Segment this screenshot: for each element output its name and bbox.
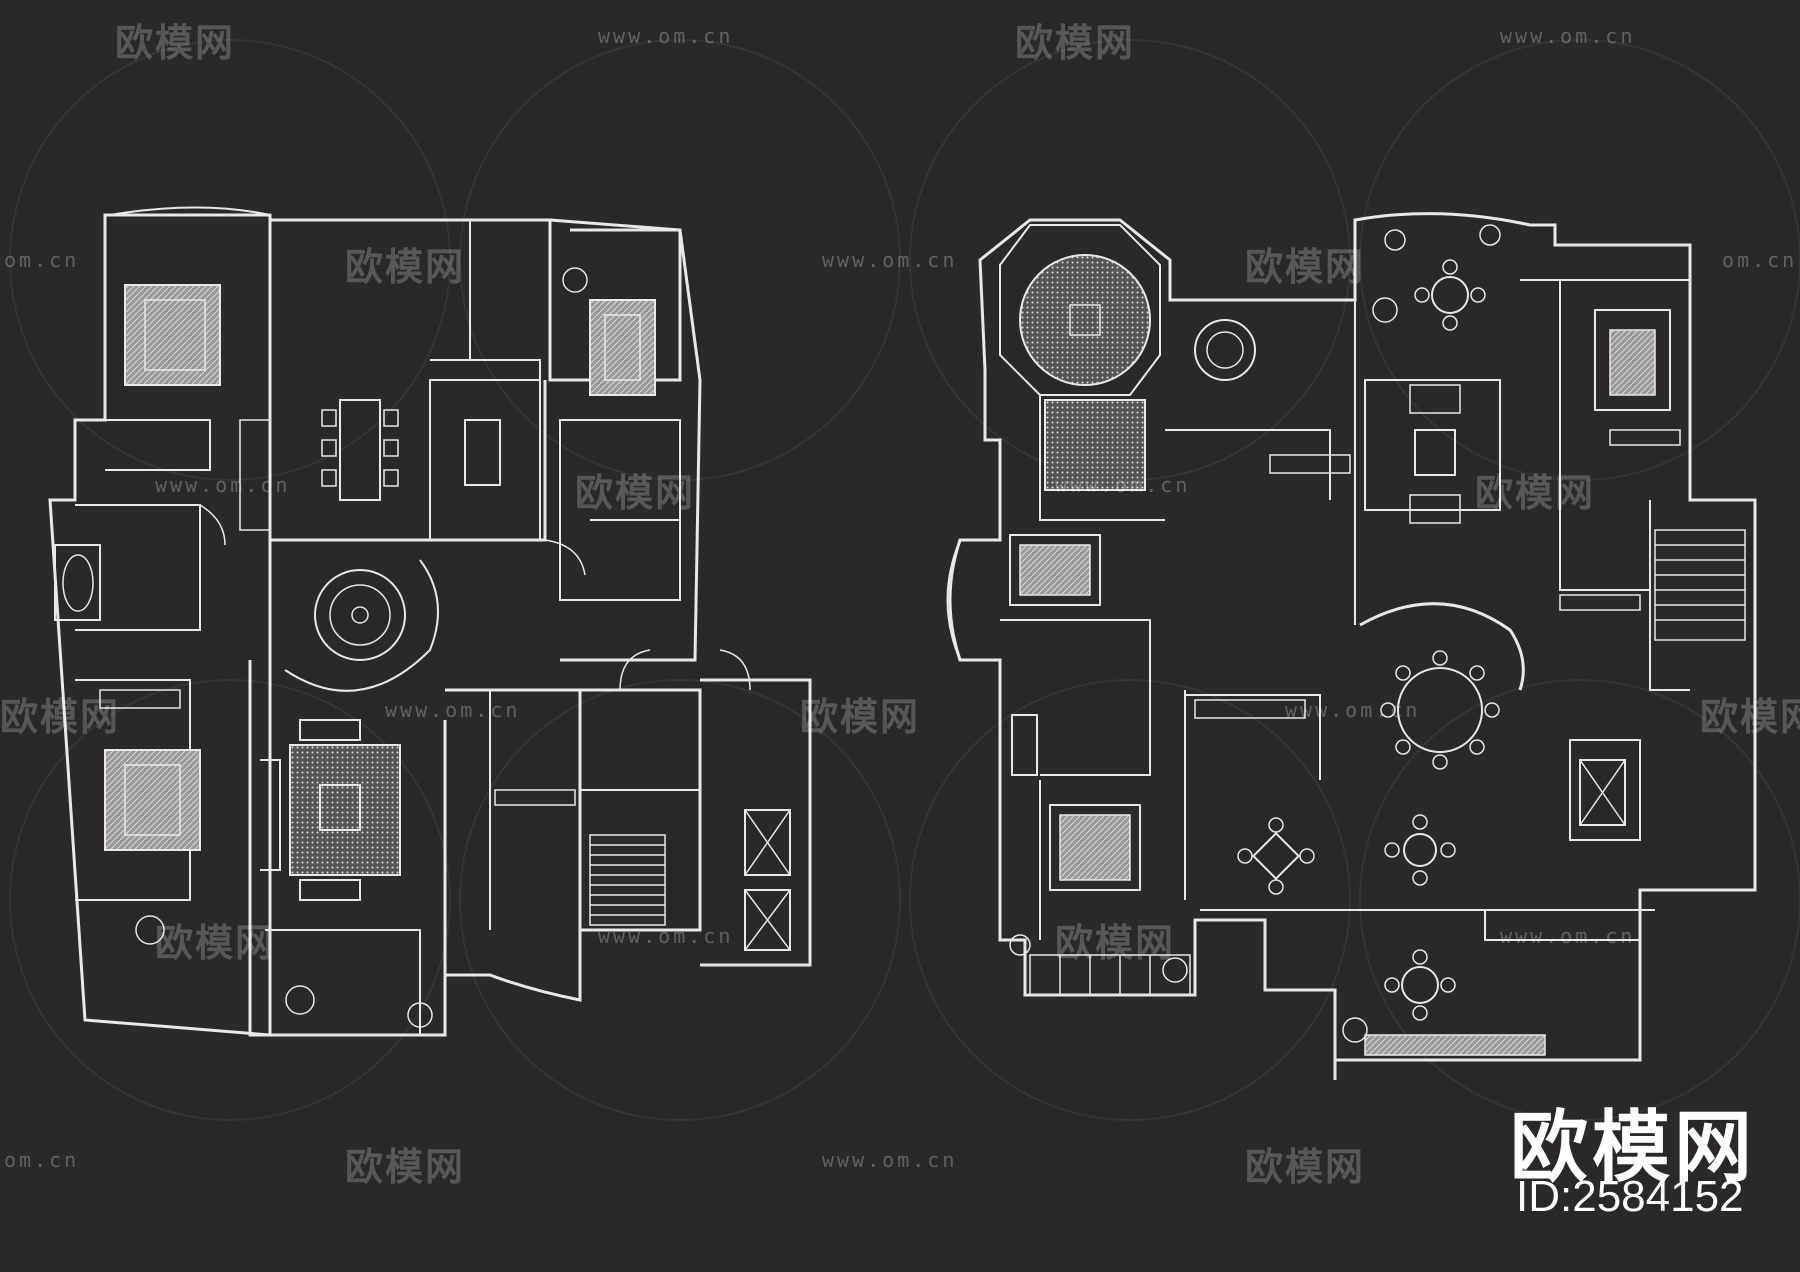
watermark-url: www.om.cn <box>822 248 958 272</box>
right-balcony-grid <box>1029 954 1191 996</box>
right-living-area <box>1364 379 1501 511</box>
watermark-logo: 欧模网 <box>575 471 696 515</box>
floor-plan-left <box>48 206 812 1037</box>
brand-logo-text: 欧模网 <box>1510 1103 1757 1193</box>
right-bathtub <box>1011 714 1038 776</box>
right-bed-mid <box>1009 534 1101 606</box>
left-staircase <box>589 834 666 926</box>
watermark-logo: 欧模网 <box>345 245 466 289</box>
right-small-tables <box>1251 276 1469 1004</box>
watermark-logo: 欧模网 <box>1015 21 1136 65</box>
left-kitchen-counter <box>429 379 541 541</box>
model-id-label: ID:2584152 <box>1516 1172 1744 1221</box>
right-staircase <box>1654 529 1746 641</box>
left-dining-table <box>339 399 381 501</box>
watermark-url: www.om.cn <box>598 24 734 48</box>
watermark-logo: 欧模网 <box>115 21 236 65</box>
right-elevator <box>1579 759 1626 826</box>
watermark-url: www.om.cn <box>1500 24 1636 48</box>
watermark-url: www.om.cn <box>155 473 291 497</box>
watermark-url: www.om.cn <box>1500 924 1636 948</box>
watermark-url: www.om.cn <box>598 924 734 948</box>
watermark-url: www.om.cn <box>822 1148 958 1172</box>
background-circles <box>9 39 1800 1121</box>
watermark-url: www.om.cn <box>385 698 521 722</box>
left-bed-top <box>124 284 221 386</box>
left-elevators <box>744 809 791 951</box>
watermark-logo: 欧模网 <box>345 1145 466 1189</box>
watermark-url: om.cn <box>1722 248 1798 272</box>
right-round-rug <box>1019 254 1151 386</box>
left-bathtub <box>54 544 101 621</box>
right-plan-outer-wall <box>948 212 1757 1080</box>
floor-plan-right <box>946 212 1757 1080</box>
watermark-logo: 欧模网 <box>1700 695 1800 739</box>
right-sofa-block <box>1044 399 1146 491</box>
right-octagon-room <box>999 224 1161 396</box>
left-foyer-rotunda <box>314 569 406 661</box>
left-bed-right <box>589 299 656 396</box>
watermark-logo: 欧模网 <box>0 695 121 739</box>
left-living-carpet <box>289 744 401 876</box>
right-round-tub <box>1194 319 1256 381</box>
watermark-logo: 欧模网 <box>1475 471 1596 515</box>
watermark-logo: 欧模网 <box>1055 921 1176 965</box>
watermark-url: www.om.cn <box>1285 698 1421 722</box>
watermark-url: om.cn <box>4 1148 80 1172</box>
right-bed-lower <box>1049 804 1141 891</box>
watermark-logo: 欧模网 <box>1245 1145 1366 1189</box>
left-bed-mid <box>104 749 201 851</box>
watermark-url: www.om.cn <box>1055 473 1191 497</box>
watermark-logo: 欧模网 <box>155 921 276 965</box>
right-bed-top <box>1594 309 1671 411</box>
watermark-logo: 欧模网 <box>800 695 921 739</box>
watermark-logo: 欧模网 <box>1245 245 1366 289</box>
watermark-url: om.cn <box>4 248 80 272</box>
right-round-dining-table <box>1380 650 1500 770</box>
